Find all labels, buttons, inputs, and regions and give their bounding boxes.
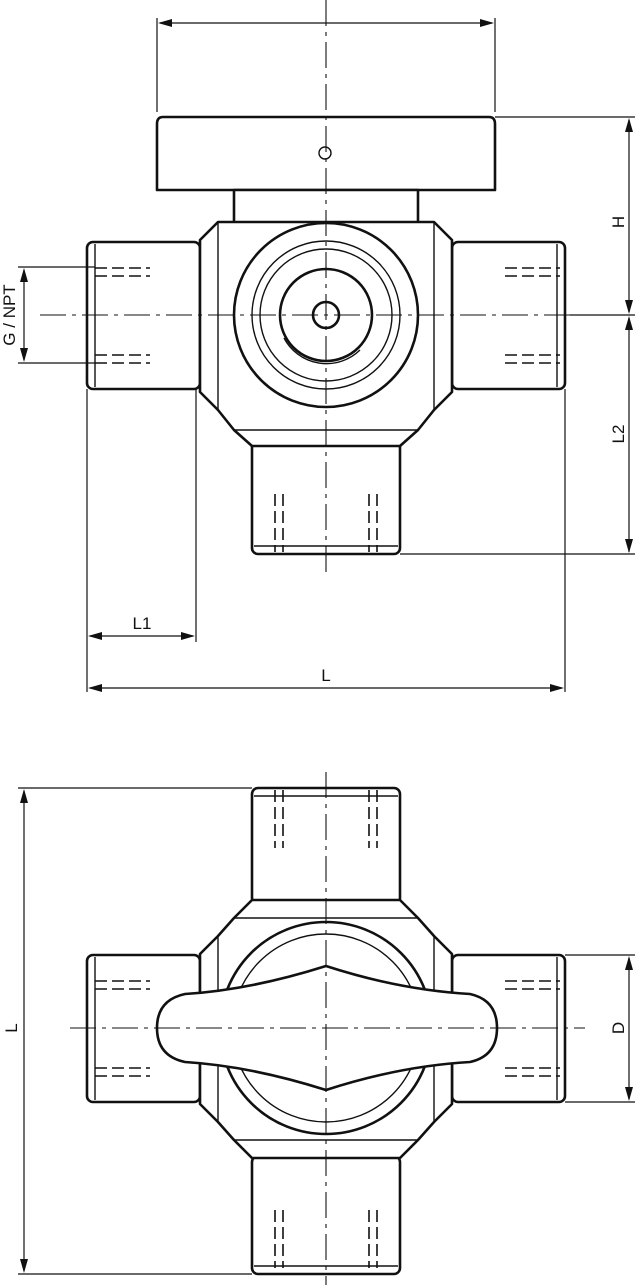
- h-label: H: [609, 216, 628, 228]
- plan-view: L D: [2, 772, 635, 1285]
- l2-dimension: L2: [400, 316, 635, 555]
- d-label: D: [609, 1022, 628, 1034]
- l-top-dimension: L: [88, 389, 566, 692]
- handle: [155, 115, 497, 192]
- g-npt-dimension: G / NPT: [0, 266, 95, 364]
- d-dimension: D: [565, 954, 635, 1103]
- l1-label: L1: [133, 614, 152, 633]
- l2-label: L2: [609, 425, 628, 444]
- l-top-label: L: [321, 666, 330, 685]
- l-side-label: L: [2, 1023, 21, 1032]
- l-side-dimension: L: [2, 787, 252, 1275]
- handle-pin: [318, 146, 332, 160]
- g-npt-label: G / NPT: [0, 284, 19, 345]
- front-view: H L2 G / NPT L1: [0, 0, 635, 692]
- l1-dimension: L1: [86, 389, 197, 692]
- h-dimension: H: [495, 116, 635, 316]
